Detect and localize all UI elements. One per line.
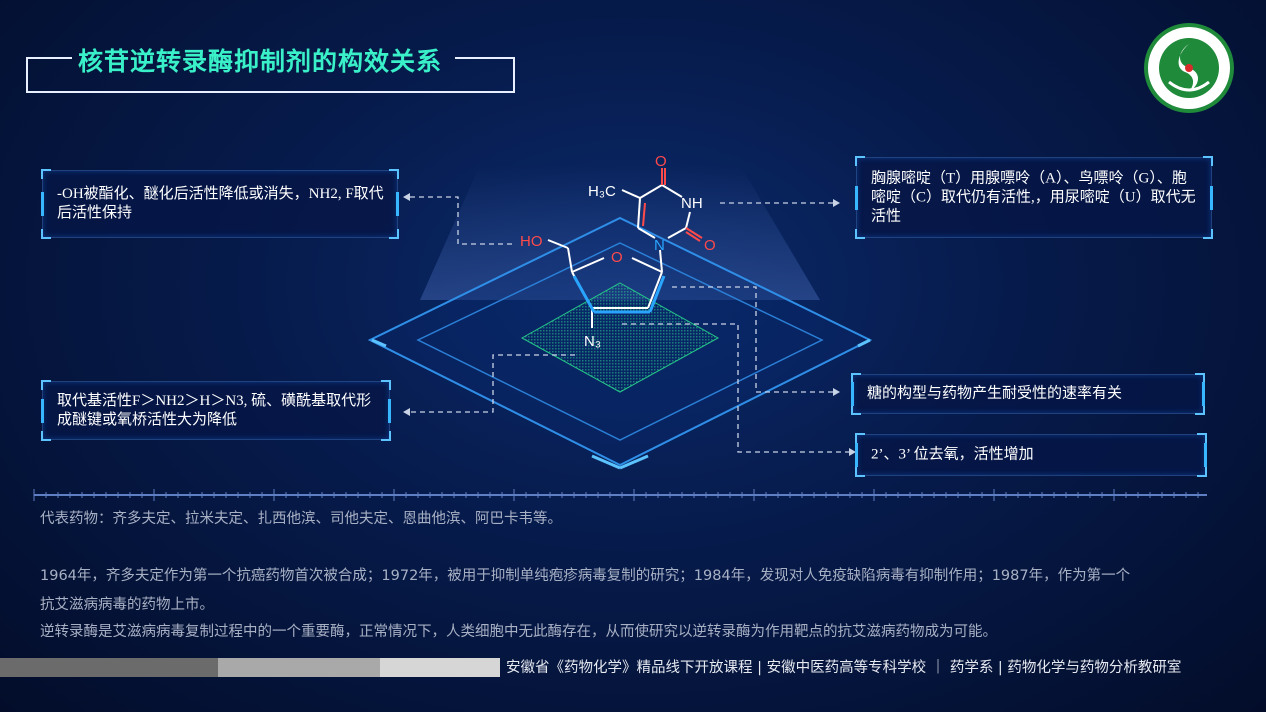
timeline-ruler xyxy=(33,489,1207,501)
atom-n3: N₃ xyxy=(584,333,601,350)
box-deoxy-activity: 2’、3’ 位去氧，活性增加 xyxy=(855,433,1207,477)
atom-o-ring: O xyxy=(611,249,623,266)
enzyme-text: 逆转录酶是艾滋病病毒复制过程中的一个重要酶，正常情况下，人类细胞中无此酶存在，从… xyxy=(40,624,997,640)
footer-bar-dark xyxy=(0,658,218,677)
footer-course-info: 安徽省《药物化学》精品线下开放课程 | 安徽中医药高等专科学校 ｜ 药学系 | … xyxy=(506,660,1182,676)
slide-title: 核苷逆转录酶抑制剂的构效关系 xyxy=(78,47,443,76)
box-base-substitution: 胸腺嘧啶（T）用腺嘌呤（A）、鸟嘌呤（G）、胞嘧啶（C）取代仍有活性,，用尿嘧啶… xyxy=(855,156,1213,239)
box-substituent-activity-text: 取代基活性F＞NH2＞H＞N3, 硫、磺酰基取代形成醚键或氧桥活性大为降低 xyxy=(57,392,372,428)
atom-ch3: H₃C xyxy=(588,183,616,200)
history-text-line1: 1964年，齐多夫定作为第一个抗癌药物首次被合成；1972年，被用于抑制单纯疱疹… xyxy=(40,568,1131,584)
box-substituent-activity: 取代基活性F＞NH2＞H＞N3, 硫、磺酰基取代形成醚键或氧桥活性大为降低 xyxy=(41,380,391,441)
connector-lines xyxy=(405,196,852,453)
box-base-substitution-text: 胸腺嘧啶（T）用腺嘌呤（A）、鸟嘌呤（G）、胞嘧啶（C）取代仍有活性,，用尿嘧啶… xyxy=(871,170,1196,224)
atom-n: N xyxy=(654,237,665,254)
atom-ho: HO xyxy=(520,233,543,250)
box-sugar-configuration-text: 糖的构型与药物产生耐受性的速率有关 xyxy=(867,385,1123,402)
atom-o-right: O xyxy=(704,237,716,254)
representative-drugs-text: 代表药物：齐多夫定、拉米夫定、扎西他滨、司他夫定、恩曲他滨、阿巴卡韦等。 xyxy=(40,511,562,527)
box-deoxy-activity-text: 2’、3’ 位去氧，活性增加 xyxy=(871,446,1034,463)
footer-bar-light xyxy=(380,658,500,677)
box-hydroxyl-modification-text: -OH被酯化、醚化后活性降低或消失，NH2, F取代后活性保持 xyxy=(57,186,384,221)
middle-diamond xyxy=(416,242,824,441)
box-hydroxyl-modification: -OH被酯化、醚化后活性降低或消失，NH2, F取代后活性保持 xyxy=(41,169,399,239)
title-frame xyxy=(26,57,515,93)
atom-nh: NH xyxy=(681,195,703,212)
box-sugar-configuration: 糖的构型与药物产生耐受性的速率有关 xyxy=(851,373,1205,415)
history-text-line2: 抗艾滋病病毒的药物上市。 xyxy=(40,597,214,613)
atom-o-top: O xyxy=(655,153,667,170)
title-frame-right-line xyxy=(455,57,513,59)
title-frame-left-line xyxy=(26,57,72,59)
footer-bar-mid xyxy=(218,658,380,677)
school-seal-logo xyxy=(1144,23,1234,113)
